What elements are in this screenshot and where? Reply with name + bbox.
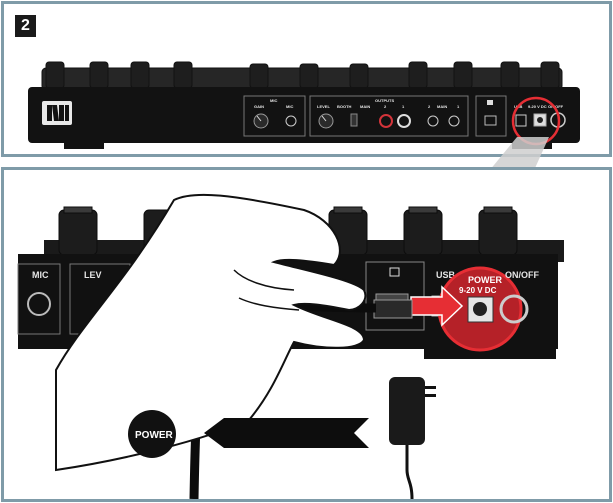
usb-port-small — [515, 114, 527, 127]
main-1-jack — [448, 115, 460, 127]
insert-direction-arrow-icon — [410, 285, 464, 327]
ni-logo-icon — [42, 101, 72, 125]
lock-icon — [487, 100, 493, 105]
main-2-label: 2 — [428, 104, 431, 109]
onoff-label-small: ON/OFF — [548, 104, 564, 109]
power-connection-closeup: MIC LEV NA USB POWER 9-20 V DC ON/OFF — [1, 167, 612, 502]
rca-white-jack — [397, 114, 411, 128]
controller-body — [28, 87, 580, 143]
top-knob-row — [41, 61, 563, 91]
mic-section-frame — [243, 95, 306, 137]
lock-icon-closeup — [389, 267, 400, 277]
power-title-label: POWER — [468, 275, 503, 285]
booth-label: BOOTH — [337, 104, 352, 109]
onoff-switch-closeup — [499, 294, 529, 324]
rca-red-jack — [379, 114, 393, 128]
mic-jack-closeup — [27, 292, 51, 316]
power-rating-label: 9-20 V DC — [459, 286, 497, 295]
controller-rear-overview: MIC GAIN MIC OUTPUTS LEVEL BOOTH MAIN 2 … — [28, 61, 580, 149]
kensington-slot — [484, 115, 497, 126]
mic-jack-label: MIC — [286, 104, 293, 109]
direction-banner — [204, 418, 369, 448]
onoff-label-closeup: ON/OFF — [505, 270, 539, 280]
gain-label: GAIN — [254, 104, 264, 109]
level-label: LEVEL — [317, 104, 330, 109]
outputs-section-frame — [309, 95, 469, 137]
step-number-badge: 2 — [15, 15, 36, 37]
mic-label-closeup: MIC — [32, 270, 49, 280]
rca-1-label: 1 — [402, 104, 405, 109]
power-badge — [128, 410, 176, 458]
main-output-label: MAIN — [437, 104, 447, 109]
lock-slot-frame — [475, 95, 507, 137]
mic-section-label: MIC — [270, 98, 277, 103]
outputs-label: OUTPUTS — [375, 98, 394, 103]
mic-jack — [285, 115, 297, 127]
main-2-jack — [427, 115, 439, 127]
booth-main-switch — [350, 113, 358, 127]
power-badge-label: POWER — [135, 430, 174, 441]
closeup-scene: MIC LEV NA USB POWER 9-20 V DC ON/OFF — [17, 193, 564, 499]
mic-frame-closeup — [17, 263, 61, 335]
power-adapter-icon — [389, 377, 436, 499]
main-1-label: 1 — [457, 104, 460, 109]
level-label-closeup: LEV — [84, 270, 102, 280]
hand-illustration — [55, 193, 367, 472]
main-switch-label: MAIN — [360, 104, 370, 109]
power-rating-small: 9-20 V DC — [528, 104, 547, 109]
rca-2-label: 2 — [384, 104, 387, 109]
power-plug-barrel — [373, 299, 413, 319]
rear-panel-overview: 2 — [1, 1, 612, 157]
usb-label-closeup: USB — [436, 270, 456, 280]
